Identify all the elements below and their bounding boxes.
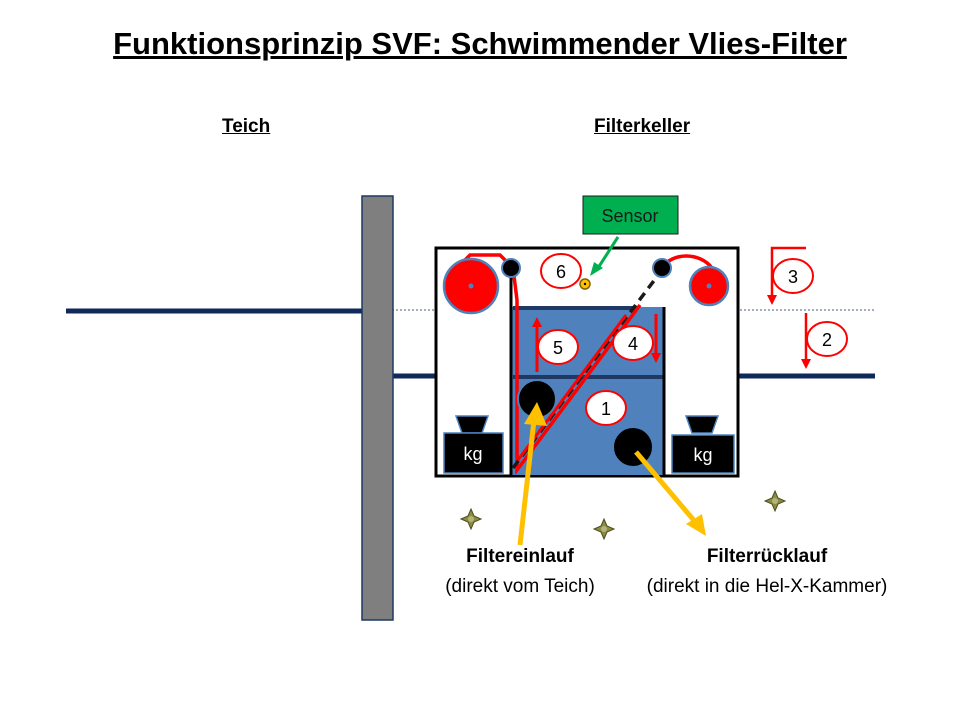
weight-left: kg [443,415,504,474]
particle-3 [763,489,787,513]
badge-1: 1 [585,390,627,426]
fleece-red-run [516,314,628,461]
svg-text:6: 6 [556,262,566,282]
inlet-arrow [517,402,547,546]
return-pipe [612,426,654,468]
badge-5: 5 [537,329,579,365]
particle-2 [592,517,616,541]
guide-roller-left [501,258,521,278]
svg-text:3: 3 [788,267,798,287]
pond-label: Teich [222,116,271,137]
svg-text:2: 2 [822,330,832,350]
sensor-box [582,195,679,235]
inlet-note: (direkt vom Teich) [445,576,595,597]
svg-text:4: 4 [628,334,638,354]
arrow-level-3 [767,246,806,305]
takeup-roll-center [706,283,712,289]
weight-right: kg [671,415,735,474]
wall [361,195,394,621]
svg-text:5: 5 [553,338,563,358]
return-note: (direkt in die Hel-X-Kammer) [646,576,888,597]
sensor-pointer-head [590,262,603,276]
inlet-title: Filtereinlauf [466,546,574,567]
guide-roller-right [652,258,672,278]
sensor-dot-center [583,282,587,286]
sensor-label: Sensor [601,206,658,226]
badge-2: 2 [806,321,848,357]
weight-left-label: kg [463,444,482,464]
weight-right-label: kg [693,445,712,465]
badge-6: 6 [540,253,582,289]
badge-4: 4 [612,325,654,361]
return-title: Filterrücklauf [706,546,828,567]
badge-3: 3 [772,258,814,294]
particle-1 [459,507,483,531]
cellar-label: Filterkeller [594,116,691,137]
supply-roll-center [468,283,474,289]
return-arrow [634,450,706,536]
sensor-pointer [596,236,620,269]
page-title: Funktionsprinzip SVF: Schwimmender Vlies… [113,26,847,61]
svg-text:1: 1 [601,399,611,419]
